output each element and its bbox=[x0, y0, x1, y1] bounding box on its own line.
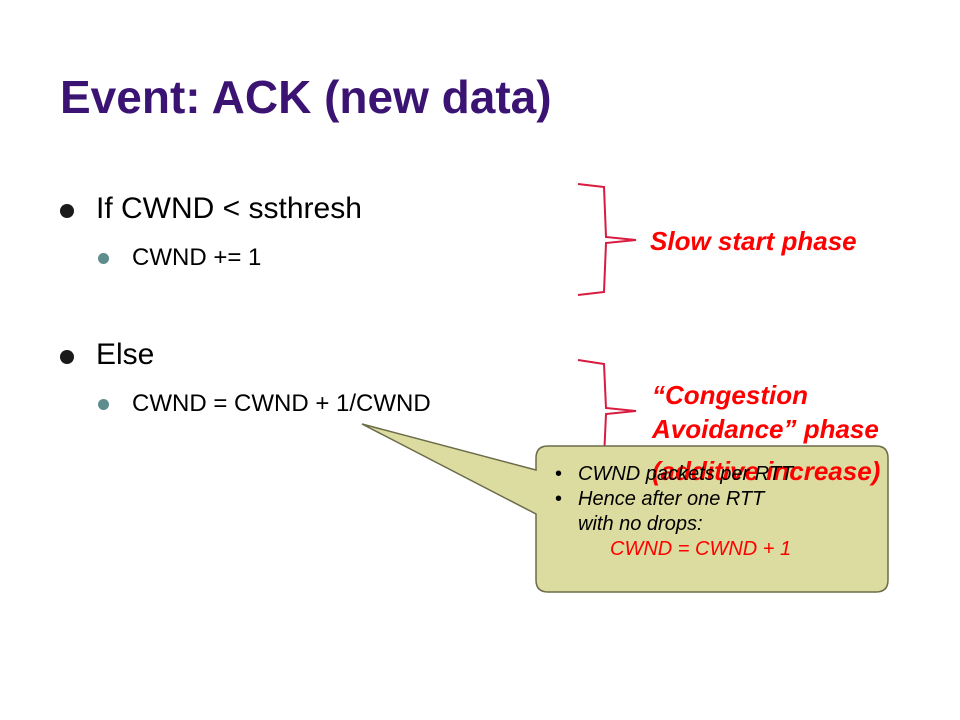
bullet-dot bbox=[60, 204, 74, 218]
bullet-else-text: Else bbox=[96, 338, 155, 371]
bullet-if-text: If CWND < ssthresh bbox=[96, 192, 362, 225]
bullet-else-sub-text: CWND = CWND + 1/CWND bbox=[132, 390, 431, 417]
congestion-label-line1: “Congestion bbox=[652, 380, 808, 410]
callout-item-2-line2: with no drops: bbox=[578, 513, 703, 535]
callout-bullet: • bbox=[555, 463, 563, 485]
callout-bullet: • bbox=[555, 488, 563, 510]
congestion-avoidance-label: “Congestion Avoidance” phase bbox=[652, 378, 879, 446]
bullet-if-sub: CWND += 1 bbox=[98, 244, 262, 272]
slow-start-label: Slow start phase bbox=[650, 226, 857, 256]
callout-item-2: • Hence after one RTT with no drops: bbox=[552, 487, 872, 537]
congestion-label-line3: (additive increase) bbox=[652, 456, 881, 486]
callout-text: • CWND packets per RTT • Hence after one… bbox=[552, 462, 872, 562]
callout-item-1: • CWND packets per RTT bbox=[552, 462, 872, 487]
sub-bullet-dot bbox=[98, 253, 109, 264]
slow-start-bracket bbox=[577, 183, 637, 296]
congestion-label-line2: Avoidance” phase bbox=[652, 414, 879, 444]
bullet-else: Else bbox=[60, 338, 155, 372]
bullet-if-sub-text: CWND += 1 bbox=[132, 244, 262, 271]
callout-result: CWND = CWND + 1 bbox=[610, 538, 792, 560]
callout-item-2-line1: Hence after one RTT bbox=[578, 488, 765, 510]
callout-item-1-text: CWND packets per RTT bbox=[578, 463, 794, 485]
bullet-if: If CWND < ssthresh bbox=[60, 192, 362, 226]
slide-title: Event: ACK (new data) bbox=[60, 71, 552, 123]
sub-bullet-dot bbox=[98, 399, 109, 410]
bullet-dot bbox=[60, 350, 74, 364]
bullet-else-sub: CWND = CWND + 1/CWND bbox=[98, 390, 431, 418]
